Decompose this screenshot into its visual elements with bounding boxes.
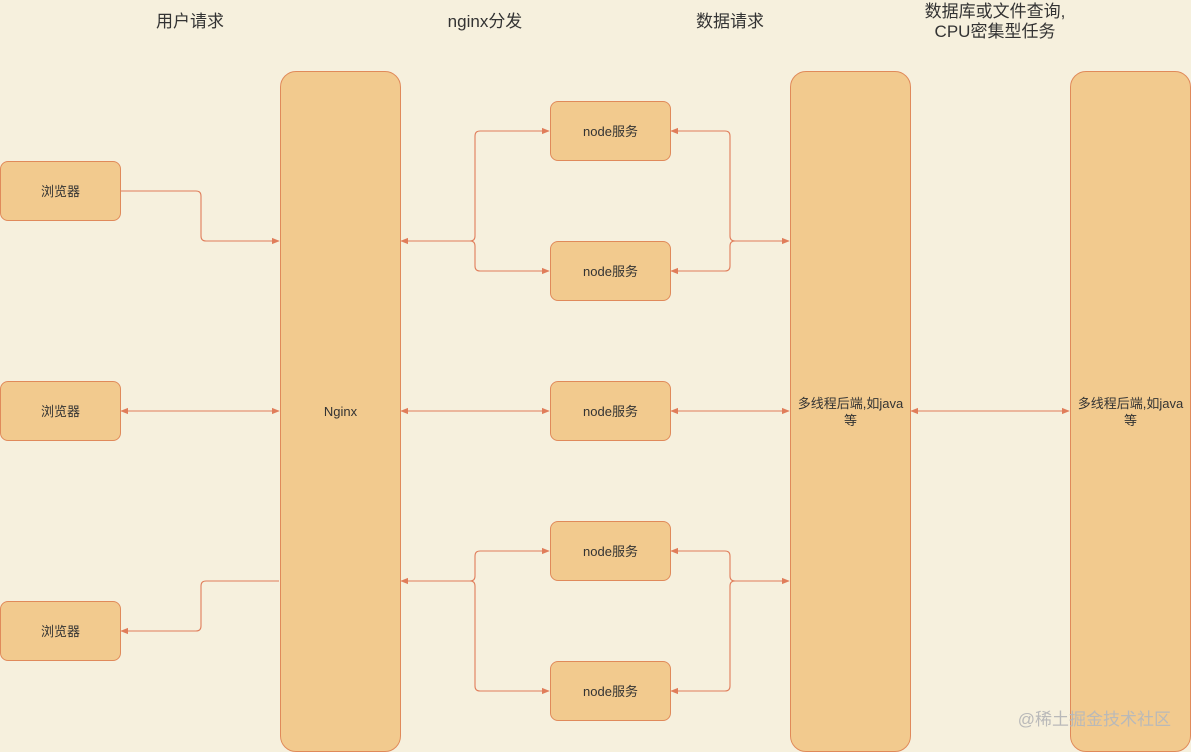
header-db-query: 数据库或文件查询, CPU密集型任务 [900,2,1090,42]
browser-node-1: 浏览器 [0,161,121,221]
browser-node-2: 浏览器 [0,381,121,441]
browser-node-3-label: 浏览器 [40,623,80,639]
edge-nginx-node1 [400,127,550,245]
node-service-3: node服务 [550,381,671,441]
edge-node2-backend [670,240,789,275]
node-service-5-label: node服务 [583,683,638,699]
browser-node-3: 浏览器 [0,601,121,661]
node-service-1-label: node服务 [583,123,638,139]
watermark: @稀土掘金技术社区 [1017,710,1171,729]
edge-browser1-nginx [121,190,280,245]
node-service-4: node服务 [550,521,671,581]
browser-node-1-label: 浏览器 [40,183,80,199]
edge-node1-backend [670,127,790,245]
node-service-2: node服务 [550,241,671,301]
edge-nginx-node4 [400,547,550,585]
header-nginx-dispatch: nginx分发 [447,12,523,31]
node-service-2-label: node服务 [583,263,638,279]
backend-node-1-label: 多线程后端,如java等 [797,395,904,428]
header-db-query-line2: CPU密集型任务 [934,22,1056,41]
node-service-3-label: node服务 [583,403,638,419]
edge-nginx-node5 [401,580,550,695]
backend-node-2: 多线程后端,如java等 [1070,71,1191,752]
header-data-request: 数据请求 [696,12,764,31]
edge-node5-backend [670,580,789,695]
header-user-request: 用户请求 [156,12,224,31]
edge-nginx-node2 [401,240,550,275]
header-db-query-line1: 数据库或文件查询, [924,2,1066,21]
edge-nginx-browser3 [120,580,279,635]
nginx-node-label: Nginx [323,404,358,419]
nginx-node: Nginx [280,71,401,752]
backend-node-1: 多线程后端,如java等 [790,71,911,752]
backend-node-2-label: 多线程后端,如java等 [1077,395,1184,428]
node-service-4-label: node服务 [583,543,638,559]
edge-node4-backend [670,547,790,585]
node-service-5: node服务 [550,661,671,721]
node-service-1: node服务 [550,101,671,161]
browser-node-2-label: 浏览器 [40,403,80,419]
